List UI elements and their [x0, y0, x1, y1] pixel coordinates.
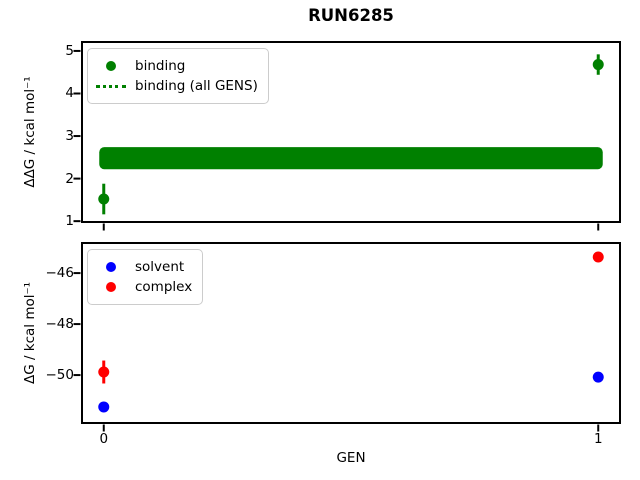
x-tick-label: 1	[593, 431, 603, 447]
legend-handle	[96, 282, 126, 292]
legend-handle	[96, 84, 126, 88]
y-tick-label: 4	[65, 85, 74, 102]
y-tick-label: −48	[45, 316, 75, 333]
y-tick-label: 3	[65, 128, 74, 145]
data-point-solvent	[592, 371, 604, 383]
legend-handle	[96, 262, 126, 272]
legend-label-complex: complex	[135, 279, 193, 295]
dotted-line-icon	[96, 84, 126, 88]
data-point-binding	[592, 59, 604, 71]
legend-label-solvent: solvent	[135, 259, 185, 275]
band-binding-all-gens	[99, 147, 603, 170]
legend-item-binding-all-gens: binding (all GENS)	[96, 77, 258, 95]
top-legend: binding binding (all GENS)	[87, 48, 269, 104]
complex-marker-icon	[106, 282, 116, 292]
legend-handle	[96, 61, 126, 71]
legend-item-complex: complex	[96, 278, 192, 296]
y-tick-label: −46	[45, 265, 75, 282]
legend-item-solvent: solvent	[96, 258, 192, 276]
x-axis-label: GEN	[336, 450, 366, 466]
data-point-complex	[98, 366, 110, 378]
y-tick-label: 1	[65, 213, 74, 230]
legend-label-binding: binding	[135, 58, 186, 74]
chart-title: RUN6285	[308, 6, 394, 25]
y-tick-label: 2	[65, 170, 74, 187]
bottom-legend: solvent complex	[87, 249, 204, 305]
legend-item-binding: binding	[96, 57, 258, 75]
data-point-solvent	[98, 401, 110, 413]
solvent-marker-icon	[106, 262, 116, 272]
legend-label-binding-all-gens: binding (all GENS)	[135, 78, 258, 94]
y-tick-label: 5	[65, 42, 74, 59]
data-point-complex	[592, 251, 604, 263]
y-tick-label: −50	[45, 367, 75, 384]
binding-marker-icon	[106, 61, 116, 71]
x-tick-label: 0	[99, 431, 109, 447]
data-point-binding	[98, 193, 110, 205]
